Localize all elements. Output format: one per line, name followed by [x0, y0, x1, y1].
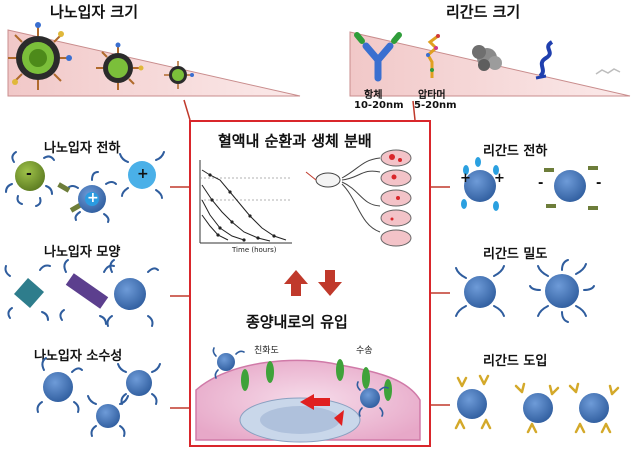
plus-sign-a: + — [87, 190, 99, 206]
peptide-ligand-icon — [535, 40, 554, 80]
ligand-charge-label: 리간드 전하 — [483, 144, 548, 159]
nanoparticle-size-label: 나노입자 크기 — [50, 3, 139, 21]
down-arrow — [318, 270, 342, 296]
affinity-label: 친화도 — [254, 346, 279, 356]
tumor-uptake-title: 종양내로의 유입 — [246, 313, 348, 331]
nanoparticle-size-wedge — [7, 29, 301, 97]
minus-sign: - — [26, 166, 32, 182]
ligand-size-label: 리간드 크기 — [446, 3, 521, 21]
antibody-range: 10-20nm — [354, 100, 404, 111]
np-shape-label: 나노입자 모양 — [44, 245, 121, 260]
connector-lines — [170, 99, 450, 409]
up-arrow — [284, 270, 308, 296]
aptamer-label: 압타머 — [418, 90, 446, 101]
ligand-plus-b: + — [494, 171, 505, 186]
pk-mini-chart — [199, 160, 292, 244]
small-molecule-icon — [595, 68, 621, 75]
ligand-introduction-label: 리간드 도입 — [483, 354, 548, 369]
np-charge-label: 나노입자 전하 — [44, 141, 121, 156]
protein-ligand-icon — [472, 45, 502, 71]
aptamer-range: 5-20nm — [414, 100, 457, 111]
np-small — [164, 61, 194, 89]
ligand-density-label: 리간드 밀도 — [483, 247, 548, 262]
aptamer-icon — [426, 34, 440, 78]
plus-sign-b: + — [137, 166, 149, 182]
circulation-title: 혈액내 순환과 생체 분배 — [218, 132, 372, 150]
transport-label: 수송 — [356, 346, 373, 356]
antibody-label: 항체 — [364, 90, 383, 101]
time-axis-label: Time (hours) — [232, 246, 277, 254]
ligand-minus-b: - — [596, 176, 602, 191]
ligand-minus-a: - — [538, 176, 544, 191]
mouse-biodistribution — [305, 149, 412, 247]
np-large — [8, 22, 72, 90]
tumor-cell-illustration — [195, 359, 421, 443]
np-hydrophobicity-label: 나노입자 소수성 — [34, 349, 123, 364]
antibody-icon — [354, 32, 402, 82]
ligand-plus-a: + — [460, 171, 471, 186]
np-medium — [96, 42, 144, 90]
